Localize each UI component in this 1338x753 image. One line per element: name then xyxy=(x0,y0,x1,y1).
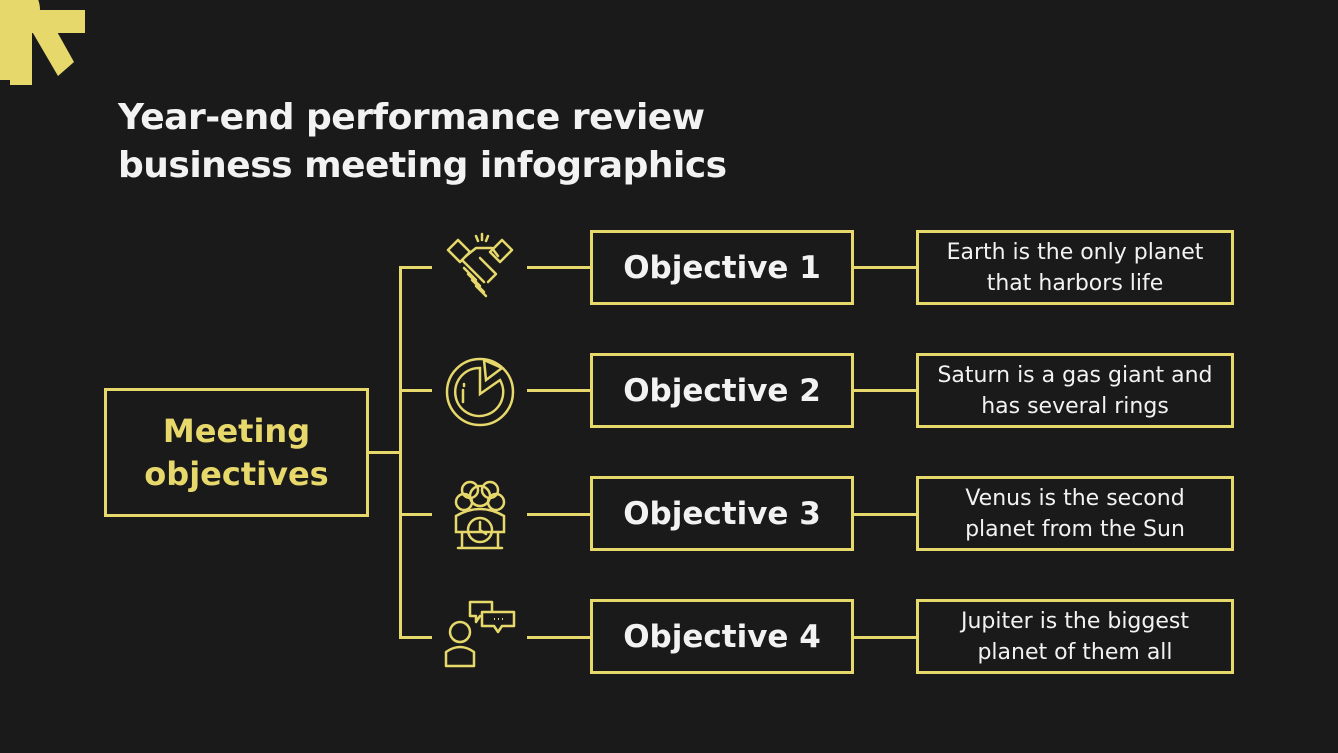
objective-2-box: Objective 2 xyxy=(590,353,854,428)
objective-2-label: Objective 2 xyxy=(623,372,821,409)
connector-desc-4 xyxy=(853,636,916,639)
connector-obj-2 xyxy=(527,389,590,392)
objective-1-box: Objective 1 xyxy=(590,230,854,305)
connector-branch-2 xyxy=(399,389,432,392)
connector-trunk xyxy=(399,266,402,639)
title-line-1: Year-end performance review xyxy=(118,97,705,138)
desc-3-line-1: Venus is the second xyxy=(965,485,1185,511)
connector-obj-1 xyxy=(527,266,590,269)
objective-4-box: Objective 4 xyxy=(590,599,854,674)
connector-desc-2 xyxy=(853,389,916,392)
connector-main xyxy=(368,451,401,454)
connector-branch-4 xyxy=(399,636,432,639)
connector-desc-3 xyxy=(853,513,916,516)
objective-4-label: Objective 4 xyxy=(623,618,821,655)
connector-branch-3 xyxy=(399,513,432,516)
desc-4-line-1: Jupiter is the biggest xyxy=(960,608,1189,634)
meeting-objectives-box: Meeting objectives xyxy=(104,388,369,517)
pie-chart-icon xyxy=(445,357,515,427)
objective-3-box: Objective 3 xyxy=(590,476,854,551)
description-4-box: Jupiter is the biggest planet of them all xyxy=(916,599,1234,674)
title-line-2: business meeting infographics xyxy=(118,145,727,186)
description-1-box: Earth is the only planet that harbors lif… xyxy=(916,230,1234,305)
connector-desc-1 xyxy=(853,266,916,269)
person-chat-icon xyxy=(444,600,516,668)
desc-1-line-1: Earth is the only planet xyxy=(946,239,1204,265)
connector-branch-1 xyxy=(399,266,432,269)
handshake-icon xyxy=(446,232,514,298)
objective-1-label: Objective 1 xyxy=(623,249,821,286)
objective-3-label: Objective 3 xyxy=(623,495,821,532)
center-line-1: Meeting xyxy=(162,411,311,450)
connector-obj-3 xyxy=(527,513,590,516)
description-3-box: Venus is the second planet from the Sun xyxy=(916,476,1234,551)
page-title: Year-end performance review business mee… xyxy=(118,94,727,190)
connector-obj-4 xyxy=(527,636,590,639)
desc-4-line-2: planet of them all xyxy=(977,639,1173,665)
team-clock-icon xyxy=(454,480,506,550)
desc-2-line-1: Saturn is a gas giant and xyxy=(937,362,1213,388)
description-2-box: Saturn is a gas giant and has several rin… xyxy=(916,353,1234,428)
desc-1-line-2: that harbors life xyxy=(986,270,1164,296)
asterisk-decoration-icon xyxy=(0,0,85,85)
desc-2-line-2: has several rings xyxy=(981,393,1169,419)
center-line-2: objectives xyxy=(144,454,329,493)
desc-3-line-2: planet from the Sun xyxy=(965,516,1185,542)
